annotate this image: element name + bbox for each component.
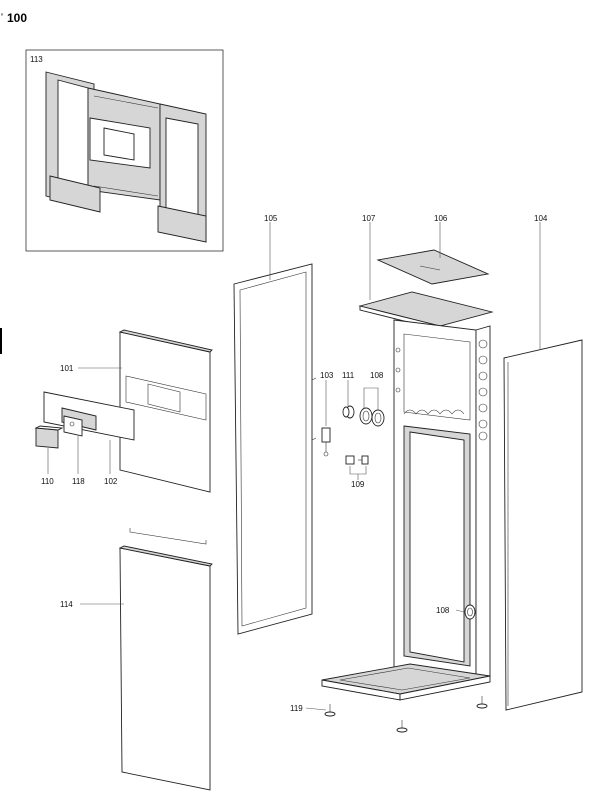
callout-104: 104 xyxy=(534,214,548,223)
part-104-side-panel xyxy=(503,339,583,711)
part-106-cover xyxy=(376,249,490,285)
callout-113: 113 xyxy=(30,55,43,64)
callout-111: 111 xyxy=(342,371,355,380)
callout-114: 114 xyxy=(60,600,73,609)
part-101-panel xyxy=(118,329,213,493)
callout-108-lower: 108 xyxy=(436,606,450,615)
callout-101: 101 xyxy=(60,364,74,373)
callout-105: 105 xyxy=(264,214,278,223)
leader-lines xyxy=(47,222,541,711)
callout-106: 106 xyxy=(434,214,448,223)
diagram-title: ˈ xyxy=(0,11,4,25)
callout-110: 110 xyxy=(41,477,54,486)
cabinet-housing xyxy=(321,319,491,701)
part-119-feet xyxy=(324,696,488,733)
callout-118: 118 xyxy=(72,477,85,486)
callout-108-upper: 108 xyxy=(370,371,384,380)
callout-109: 109 xyxy=(351,480,365,489)
part-103-lock xyxy=(321,427,331,457)
part-118-module xyxy=(63,415,83,437)
part-110-module xyxy=(34,425,64,449)
part-114-lower-panel xyxy=(118,528,213,791)
part-111-fitting xyxy=(342,405,355,419)
part-109-clip xyxy=(345,455,369,465)
callout-103: 103 xyxy=(320,371,334,380)
inset-113 xyxy=(25,49,224,252)
margin-bar xyxy=(0,328,2,354)
part-108-grommet xyxy=(359,407,385,427)
part-105-panel xyxy=(233,263,317,635)
callout-102: 102 xyxy=(104,477,118,486)
diagram-title-number: 100 xyxy=(7,11,27,25)
callout-119: 119 xyxy=(290,704,303,713)
callout-107: 107 xyxy=(362,214,376,223)
